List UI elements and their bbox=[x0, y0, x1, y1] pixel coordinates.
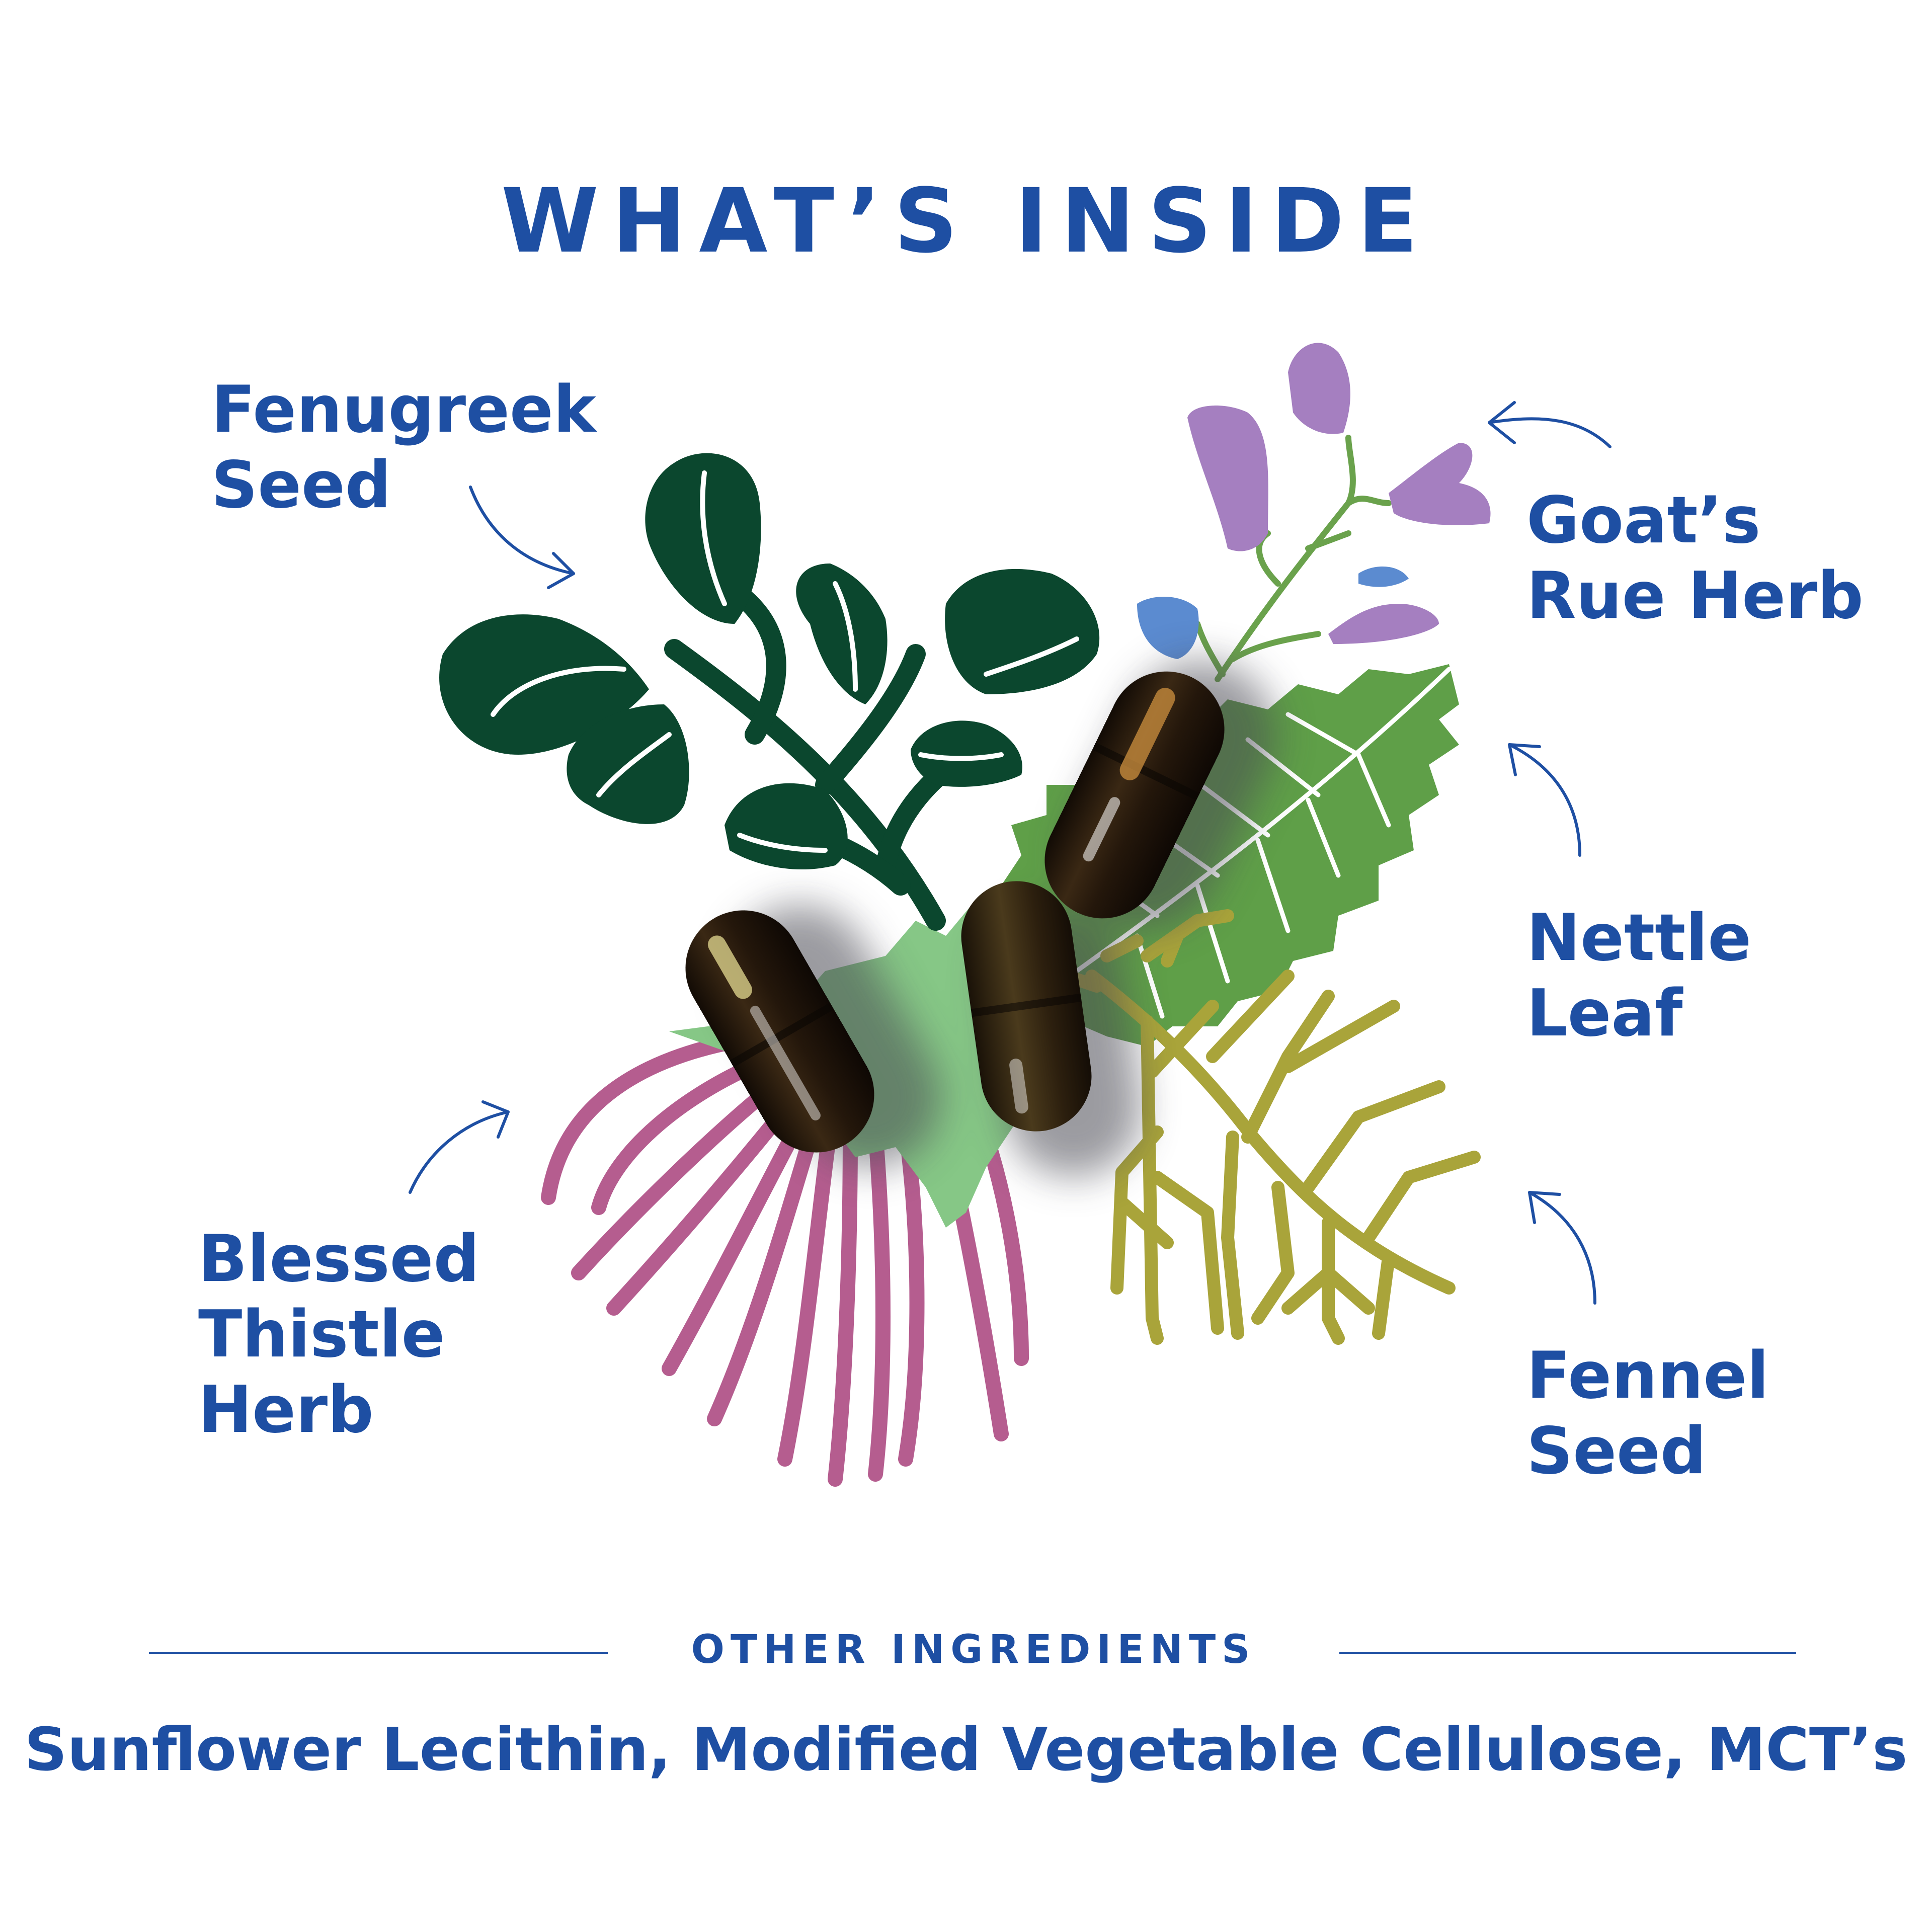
blessed-thistle-herb-label: Blessed Thistle Herb bbox=[198, 1222, 480, 1447]
nettle-arrow bbox=[1508, 743, 1581, 857]
label-arrows bbox=[409, 401, 1612, 1305]
page-title: WHAT’S INSIDE bbox=[501, 170, 1431, 273]
capsule-left bbox=[685, 910, 874, 1153]
fenugreek-arrow bbox=[469, 486, 575, 589]
fenugreek-illustration bbox=[439, 453, 1100, 931]
goats-rue-arrow bbox=[1488, 401, 1612, 448]
blessed-thistle-arrow bbox=[409, 1100, 510, 1194]
fennel-illustration bbox=[1030, 909, 1481, 1345]
fenugreek-seed-label: Fenugreek Seed bbox=[211, 372, 596, 523]
fennel-arrow bbox=[1528, 1191, 1596, 1305]
other-ingredients-list: Sunflower Lecithin, Modified Vegetable C… bbox=[24, 1715, 1908, 1784]
divider-left bbox=[149, 1652, 608, 1654]
fennel-seed-label: Fennel Seed bbox=[1526, 1338, 1769, 1489]
nettle-leaf-label: Nettle Leaf bbox=[1526, 901, 1751, 1051]
capsule-middle bbox=[961, 881, 1092, 1132]
goats-rue-illustration bbox=[1137, 343, 1491, 682]
capsule-top bbox=[1044, 671, 1225, 919]
other-ingredients-heading: OTHER INGREDIENTS bbox=[691, 1627, 1256, 1672]
goats-rue-herb-label: Goat’s Rue Herb bbox=[1526, 483, 1864, 633]
divider-right bbox=[1339, 1652, 1796, 1654]
